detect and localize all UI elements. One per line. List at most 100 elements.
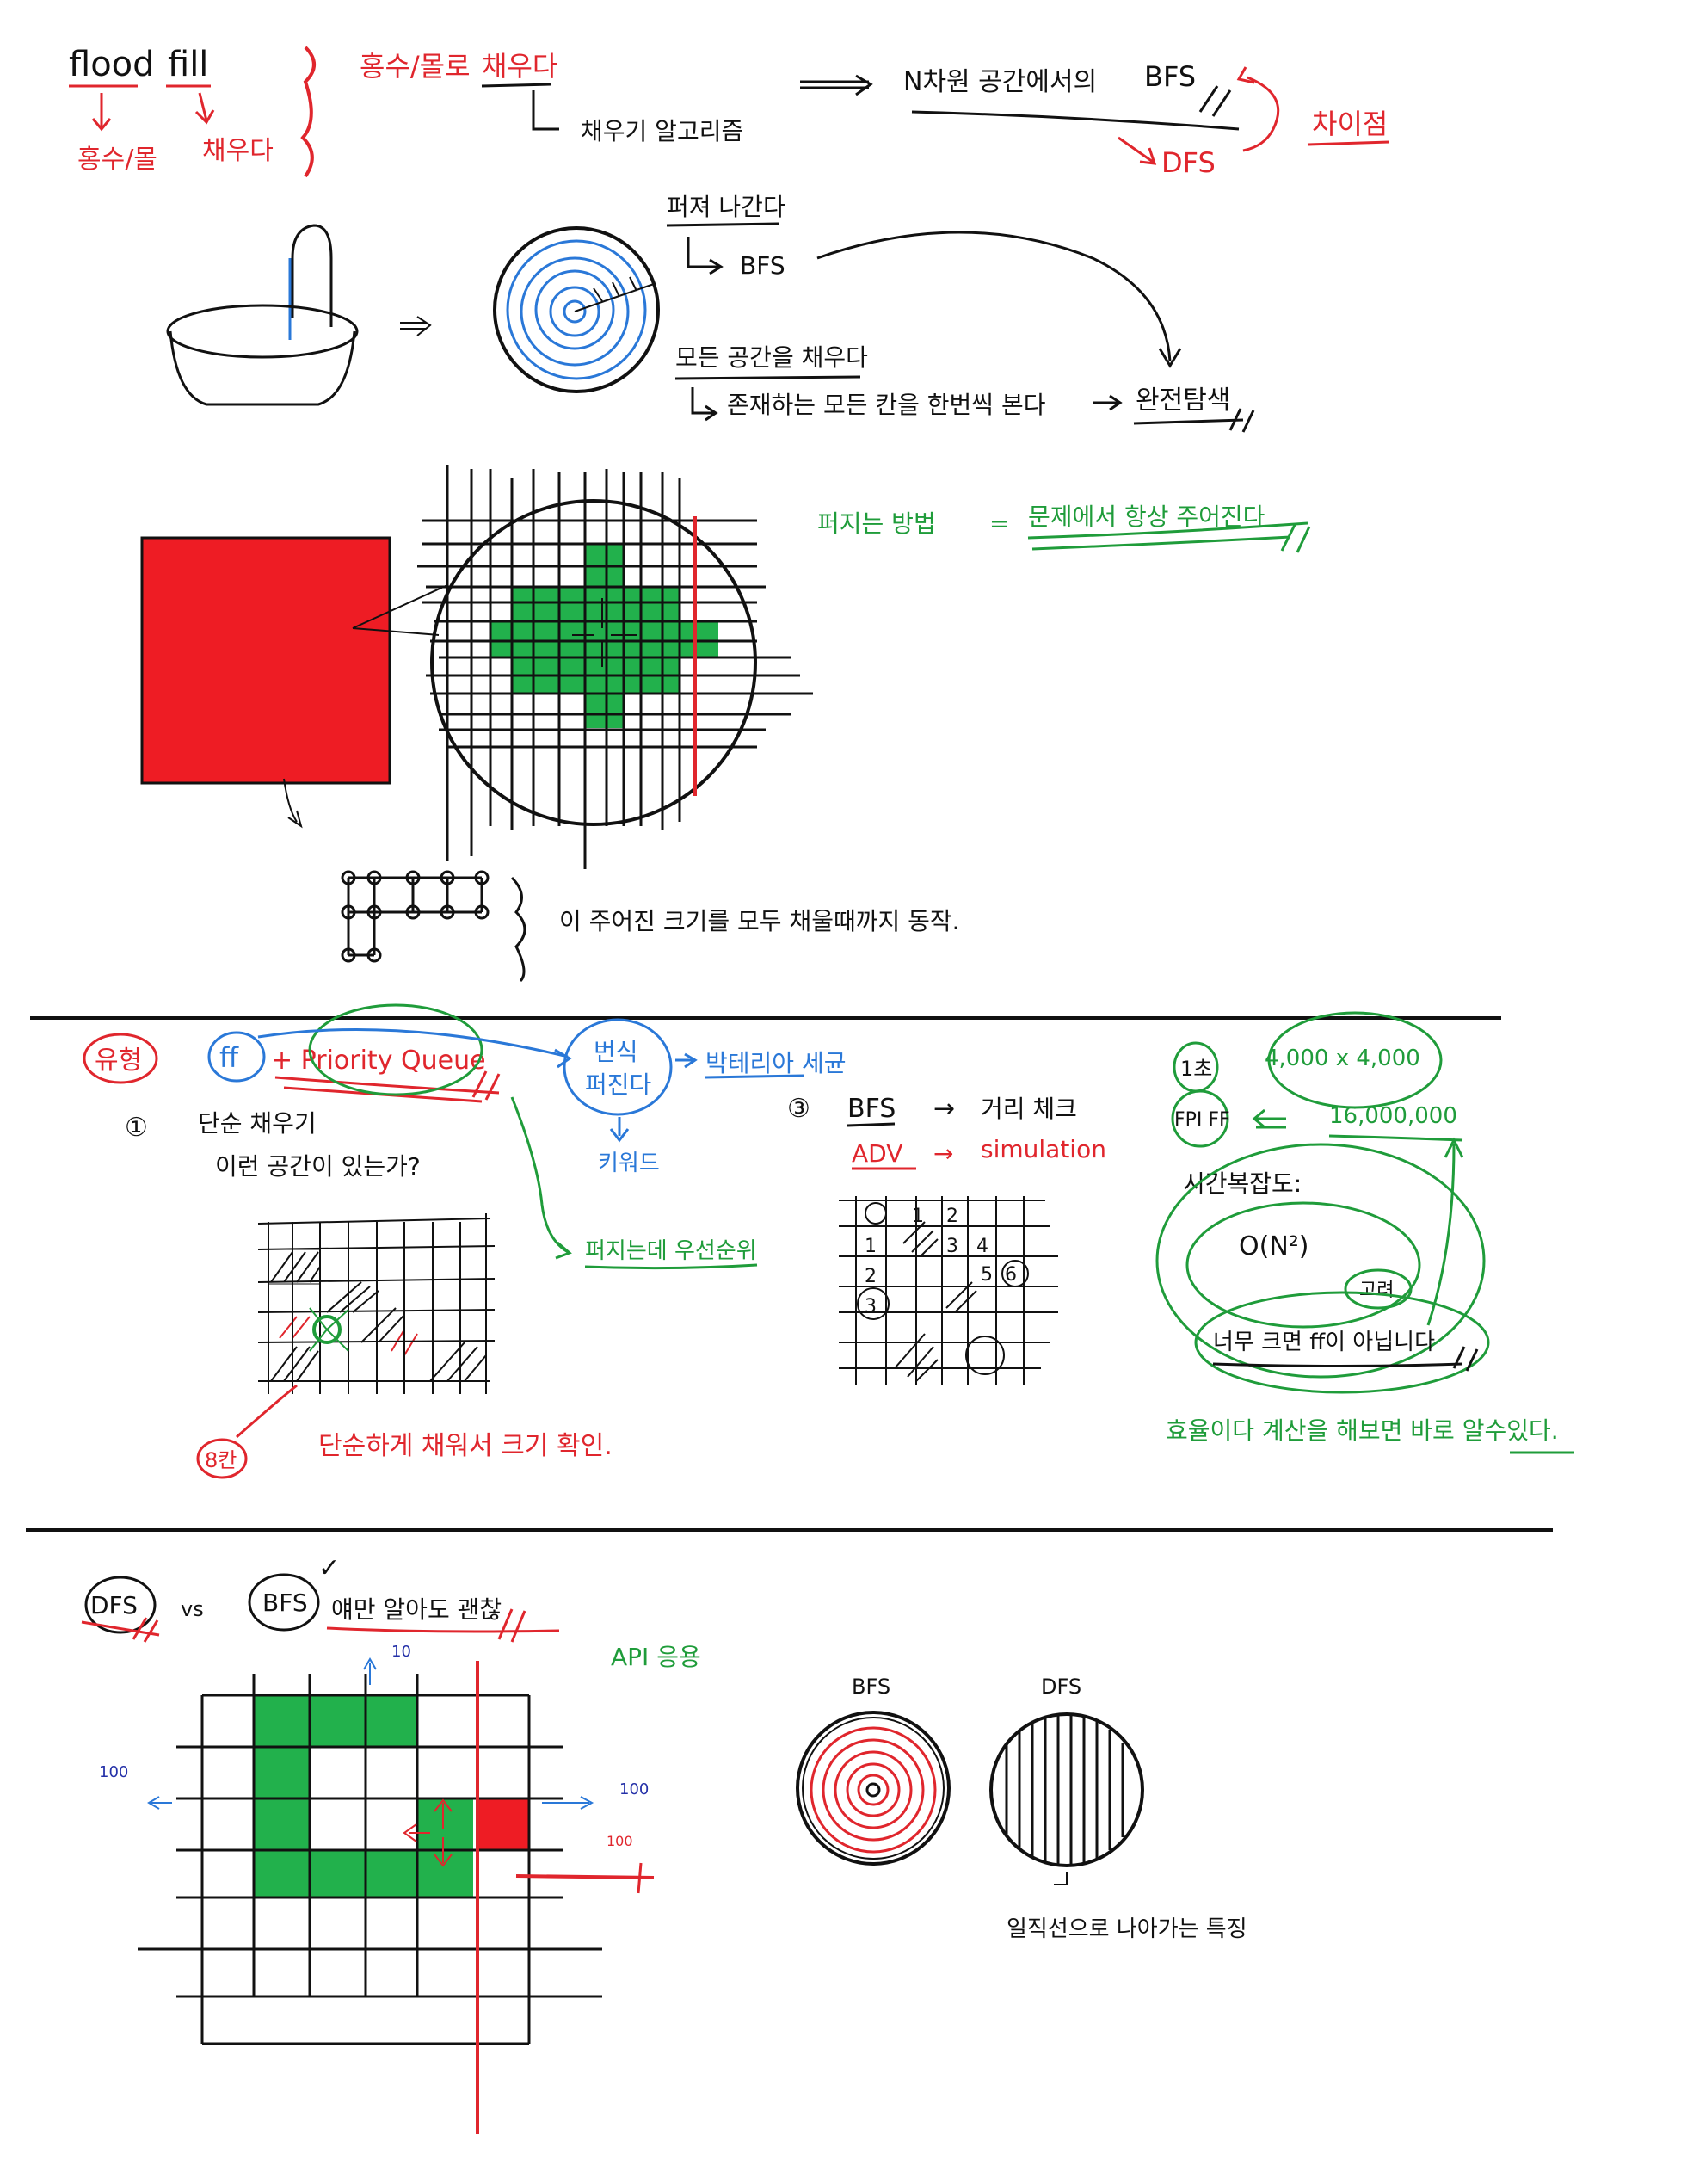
mark-double-slash-2 — [1228, 408, 1255, 433]
cell-label: 3 — [946, 1236, 958, 1257]
calc-note-label: 효율이다 계산을 해보면 바로 알수있다. — [1166, 1416, 1559, 1445]
full-search-text: 완전탐색 — [1136, 386, 1230, 416]
plus-cell — [490, 621, 718, 657]
start-circle — [865, 1202, 887, 1225]
bowl-body — [169, 330, 356, 406]
mark-memorize — [497, 1608, 526, 1643]
spread-notes: 퍼져 나간다 BFS 모든 공간을 채우다 존재하는 모든 칸을 한번씩 본다 … — [666, 193, 1255, 433]
mark-pq — [471, 1070, 501, 1101]
node-graph — [341, 870, 490, 963]
green-cell — [417, 1798, 473, 1850]
eight-label: 8칸 — [205, 1448, 237, 1472]
section-types: 유형 ff + Priority Queue 번식 퍼진다 박테리아 세균 키워… — [83, 1003, 1574, 1479]
complexity-circle — [1185, 1201, 1421, 1329]
arrow-item3: → — [933, 1094, 955, 1124]
zoomed-grid-circle — [417, 465, 813, 869]
underline-bacteria — [705, 1074, 805, 1079]
bfs-title: BFS — [1144, 60, 1196, 93]
equals-sign: = — [989, 509, 1009, 538]
outer-complexity-circle — [1155, 1143, 1486, 1379]
arrow-to-bacteria — [675, 1052, 698, 1069]
consider-circle — [1344, 1268, 1413, 1310]
simulation-label: simulation — [981, 1135, 1106, 1163]
ripple-3 — [534, 269, 615, 350]
faucet-icon — [291, 224, 333, 327]
spread-circle — [563, 1018, 673, 1116]
check-size-text: 단순하게 채워서 크기 확인. — [318, 1431, 613, 1461]
arrow-right-grid — [542, 1796, 594, 1810]
title-fill-korean: 채우다 — [482, 50, 557, 83]
hatch-1 — [270, 1251, 321, 1283]
arrow-bfs-to-full — [816, 231, 1182, 368]
bfs-ring-4 — [846, 1762, 901, 1817]
underline-full-search — [1133, 418, 1244, 425]
o-n2-label: O(N²) — [1239, 1231, 1309, 1262]
bfs-circle-label — [248, 1573, 320, 1632]
underline-title-fill — [481, 83, 551, 88]
arrow-up-result — [1426, 1137, 1464, 1326]
brace-black — [510, 876, 526, 983]
title-korean: 홍수/몰로 — [360, 50, 471, 83]
fpiff-circle — [1171, 1089, 1229, 1148]
arrow-result — [1252, 1108, 1286, 1129]
spread-text: 퍼져 나간다 — [667, 193, 785, 221]
visit-all-text: 존재하는 모든 칸을 한번씩 본다 — [727, 391, 1045, 419]
arrow-to-dfs — [1118, 136, 1157, 165]
spread-method-note: 퍼지는 방법 = 문제에서 항상 주어진다 — [817, 503, 1311, 553]
bfs-ring-5 — [857, 1774, 890, 1806]
item3-number: ③ — [787, 1094, 810, 1124]
fill-all-text: 모든 공간을 채우다 — [675, 343, 868, 372]
grid-circle — [430, 499, 757, 826]
straight-note: 일직선으로 나아가는 특징 — [1007, 1916, 1247, 1942]
plus-cell — [512, 587, 680, 621]
memorize-label: 얘만 알아도 괜찮 — [331, 1595, 502, 1624]
sink-drawing — [166, 224, 432, 406]
cell-label: 4 — [976, 1236, 988, 1257]
zoom-lines — [352, 584, 448, 636]
bowl-rim — [166, 304, 359, 359]
bfs-label: BFS — [262, 1589, 308, 1617]
hatch-red — [279, 1316, 418, 1356]
underline-too-big — [1212, 1362, 1463, 1367]
ripple-5 — [563, 299, 587, 324]
difference-text: 차이점 — [1312, 108, 1388, 140]
eight-dir-arrows — [309, 1307, 349, 1352]
dfs-title: DFS — [1161, 146, 1216, 179]
cell-6-circle — [1001, 1260, 1029, 1287]
flood-korean: 홍수/몰 — [77, 145, 157, 175]
start-cell-circle — [312, 1315, 342, 1344]
size-expr-label: 4,000 x 4,000 — [1265, 1046, 1420, 1071]
dfs-lines-circle — [989, 1712, 1144, 1885]
priority-spread-label: 퍼지는데 우선순위 — [585, 1238, 757, 1264]
green-cell — [417, 1850, 473, 1897]
direction-arrows-red — [403, 1798, 453, 1867]
mark-double-slash-3 — [1280, 524, 1311, 553]
dfs-circle-label — [84, 1576, 157, 1634]
api-usage-label: API 응용 — [611, 1643, 701, 1671]
grid-lines — [417, 465, 813, 869]
branch-arrow — [532, 90, 559, 131]
result-label: 16,000,000 — [1329, 1103, 1457, 1129]
direction-arrows — [572, 598, 637, 667]
red-square — [140, 536, 391, 785]
mark-double-slash — [1198, 85, 1232, 117]
dfs-circle-title: DFS — [1041, 1675, 1081, 1699]
cell-label: 2 — [865, 1266, 877, 1287]
bottom-grid: 10 100 100 100 — [99, 1643, 655, 2134]
adv-arrow: → — [933, 1139, 953, 1168]
plus-cell — [585, 694, 624, 728]
item1-text: 단순 채우기 — [198, 1109, 317, 1138]
arrow-down-keyword — [609, 1117, 630, 1143]
bfs-outer-circle-2 — [802, 1717, 945, 1860]
arrow-bfs-dfs-curve — [1236, 66, 1280, 152]
item1-question: 이런 공간이 있는가? — [215, 1152, 421, 1181]
hatch-2 — [326, 1281, 405, 1343]
underline-pq — [274, 1076, 500, 1103]
size-circle — [1267, 1011, 1443, 1109]
fpiff-label: FPI FF — [1174, 1109, 1230, 1131]
bfs-spiral-circle — [796, 1711, 951, 1866]
underline-memorize — [326, 1626, 560, 1633]
arrow-left-grid — [147, 1796, 172, 1810]
spread-word-label: 번식 — [594, 1038, 638, 1066]
